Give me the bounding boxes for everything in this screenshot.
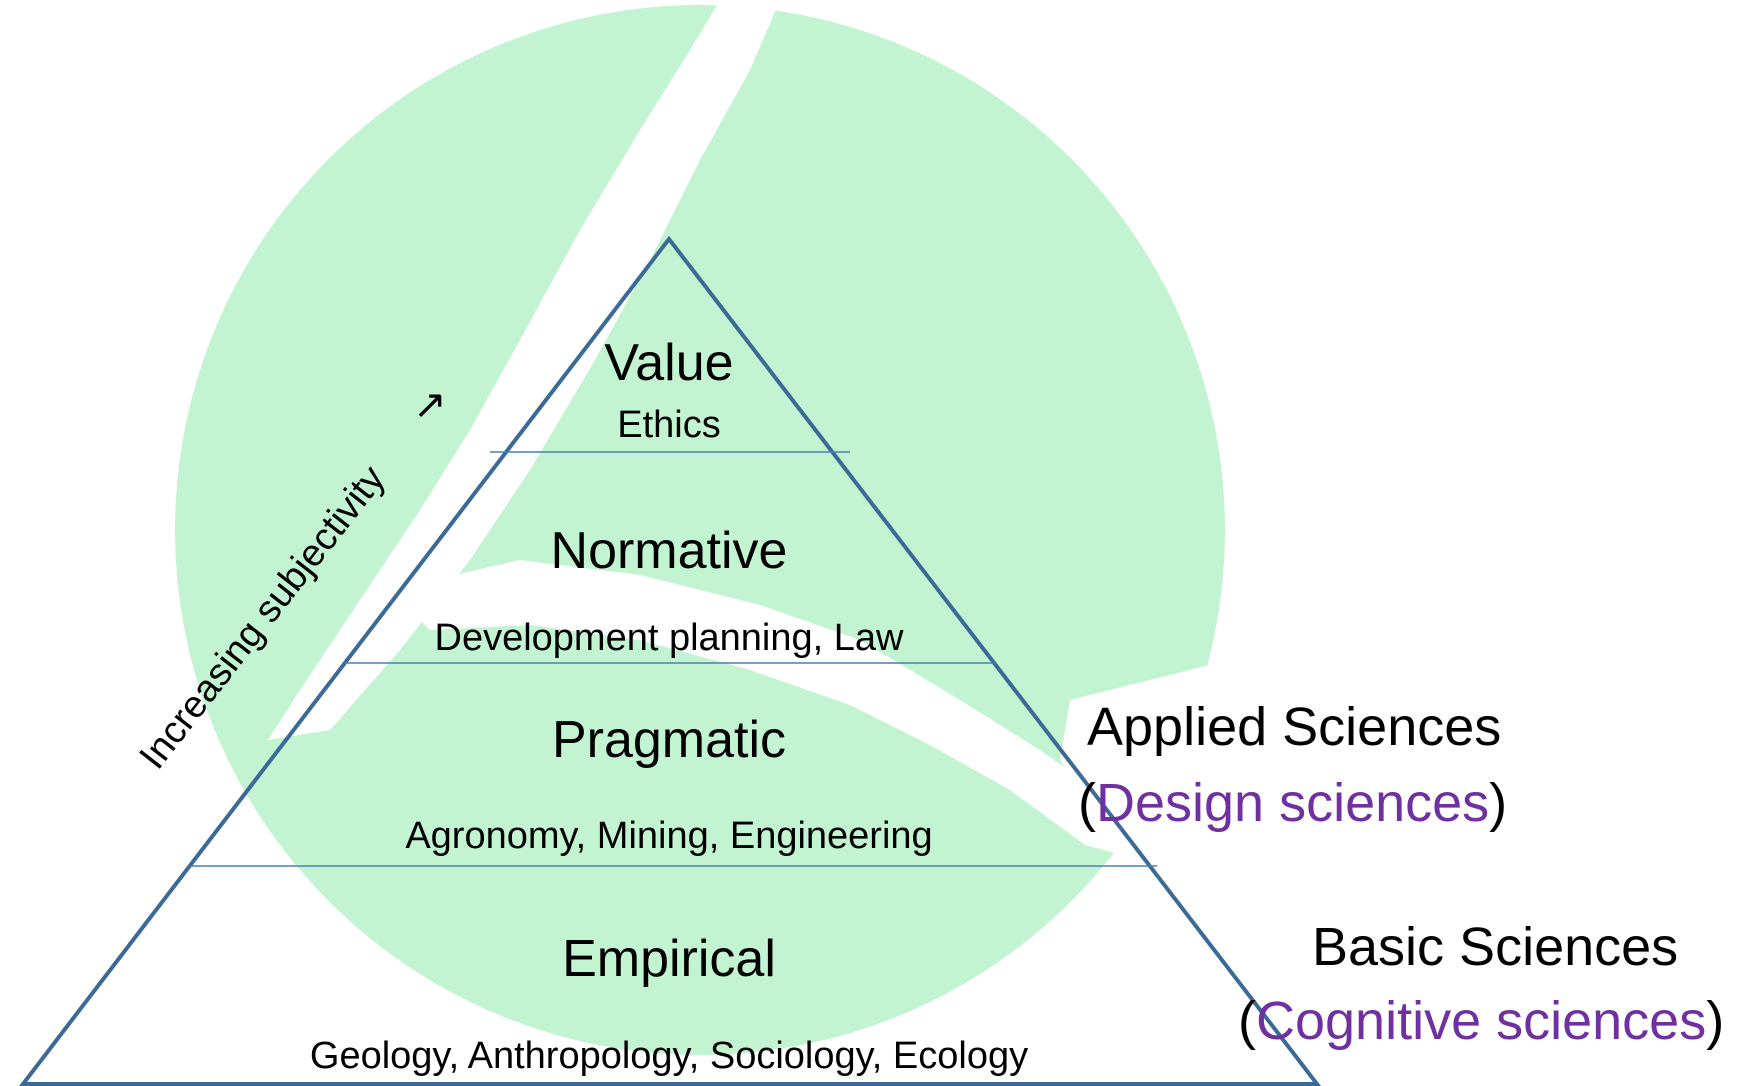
tier-examples-pragmatic: Agronomy, Mining, Engineering (405, 815, 932, 857)
globe-background-image (175, 0, 1230, 1055)
tier-examples-value: Ethics (617, 404, 720, 446)
open-paren: ( (1238, 991, 1256, 1051)
tier-examples-normative: Development planning, Law (435, 617, 905, 659)
tier-title-empirical: Empirical (562, 930, 776, 988)
design-sciences-text: Design sciences (1095, 773, 1490, 833)
cognitive-sciences-text: Cognitive sciences (1255, 991, 1707, 1051)
globe-disc (175, 5, 1225, 1055)
tier-title-pragmatic: Pragmatic (552, 711, 786, 769)
pyramid-outline (18, 235, 1322, 1086)
close-paren: ) (1706, 991, 1725, 1051)
basic-sciences-label: Basic Sciences (1312, 920, 1678, 974)
globe-river-top (268, 0, 780, 740)
globe-river-middle (390, 560, 1140, 860)
cognitive-sciences-label: (Cognitive sciences) (1238, 994, 1724, 1048)
design-sciences-label: (Design sciences) (1078, 776, 1507, 830)
tier-title-value: Value (604, 334, 733, 392)
close-paren: ) (1489, 773, 1508, 833)
tier-examples-empirical: Geology, Anthropology, Sociology, Ecolog… (310, 1035, 1028, 1077)
applied-sciences-name: Applied Sciences (1087, 697, 1502, 757)
basic-sciences-name: Basic Sciences (1312, 917, 1679, 977)
applied-sciences-label: Applied Sciences (1087, 700, 1501, 754)
subjectivity-arrow-icon: ↗ (413, 383, 447, 427)
tier-title-normative: Normative (551, 522, 788, 580)
open-paren: ( (1078, 773, 1096, 833)
